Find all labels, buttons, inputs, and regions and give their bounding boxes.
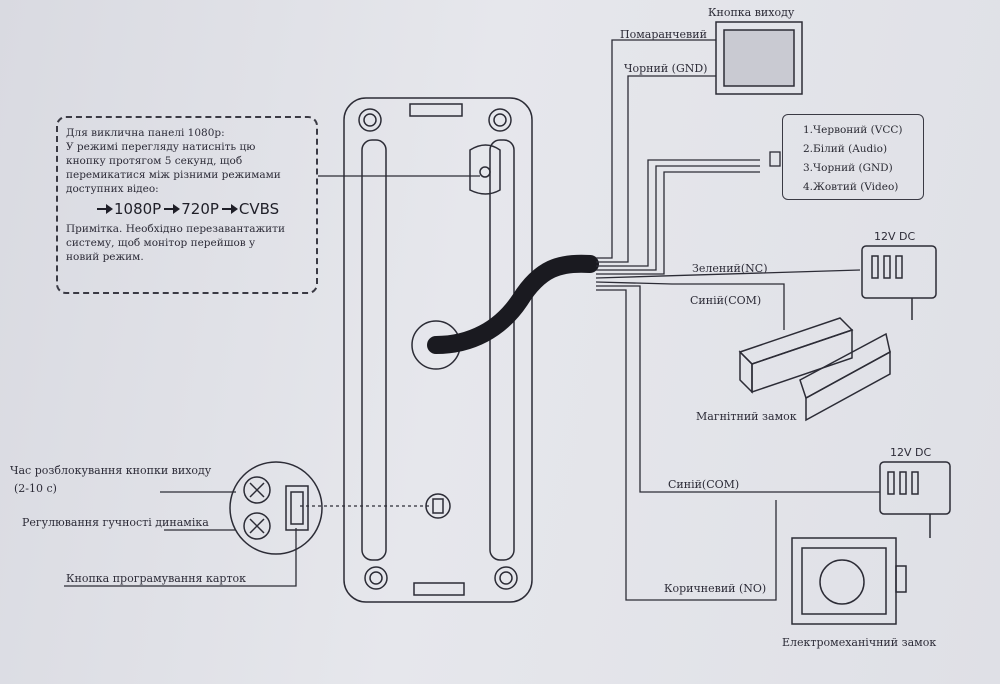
note-line-2: У режимі перегляду натисніть цю bbox=[66, 141, 256, 153]
unlock-time-label: Час розблокування кнопки виходу bbox=[10, 464, 212, 477]
note-remark-2: систему, щоб монітор перейшов у bbox=[66, 237, 256, 249]
power-supply-1 bbox=[861, 245, 937, 320]
door-panel bbox=[343, 97, 533, 603]
wire-orange-label: Помаранчевий bbox=[620, 28, 707, 41]
mode-sequence: 1080P 720P CVBS bbox=[94, 200, 308, 218]
note-line-1: Для виклична панелі 1080р: bbox=[66, 127, 225, 139]
connector-plug bbox=[769, 151, 781, 167]
legend-item: 2.Білий (Audio) bbox=[803, 143, 888, 155]
panel-slot-left bbox=[361, 139, 387, 561]
wire-blue-com-label-2: Синій(COM) bbox=[668, 478, 740, 491]
arrow-icon bbox=[97, 204, 113, 214]
video-mode-note: Для виклична панелі 1080р: У режимі пере… bbox=[56, 116, 318, 294]
power-label-2: 12V DC bbox=[890, 446, 932, 459]
arrow-icon bbox=[164, 204, 181, 214]
note-remark-1: Примітка. Необхідно перезавантажити bbox=[66, 223, 285, 235]
unlock-range-label: (2-10 с) bbox=[14, 482, 57, 495]
note-line-5: доступних відео: bbox=[66, 183, 159, 195]
power-supply-2 bbox=[879, 461, 951, 538]
legend-item: 3.Чорний (GND) bbox=[803, 162, 893, 174]
exit-button-device bbox=[715, 21, 803, 95]
screw-tr bbox=[488, 108, 512, 132]
wire-blue-com-label-1: Синій(COM) bbox=[690, 294, 762, 307]
wire-green-nc-label: Зелений(NC) bbox=[692, 262, 768, 275]
wire-black-gnd-label: Чорний (GND) bbox=[624, 62, 708, 75]
electromech-lock-label: Електромеханічний замок bbox=[782, 636, 937, 649]
wire-brown-no-label: Коричневий (NO) bbox=[664, 582, 767, 595]
volume-label: Регулювання гучності динаміка bbox=[22, 516, 209, 529]
magnetic-lock-device bbox=[738, 317, 891, 422]
screw-tl bbox=[358, 108, 382, 132]
mode-button-housing bbox=[469, 144, 501, 195]
note-line-4: перемикатися між різними режимами bbox=[66, 169, 281, 181]
panel-top-tab bbox=[409, 103, 463, 117]
main-cable bbox=[427, 254, 599, 354]
mode-button bbox=[479, 166, 491, 178]
mode-1080p: 1080P bbox=[114, 200, 162, 218]
screw-bl bbox=[364, 566, 388, 590]
magnetic-lock-label: Магнітний замок bbox=[696, 410, 797, 423]
panel-slot-right bbox=[489, 139, 515, 561]
note-remark-3: новий режим. bbox=[66, 251, 144, 263]
mode-cvbs: CVBS bbox=[238, 200, 280, 218]
electromechanical-lock-device bbox=[791, 537, 907, 625]
mode-720p: 720P bbox=[181, 200, 219, 218]
left-control-cluster bbox=[229, 461, 323, 555]
connector-legend: 1.Червоний (VCC) 2.Білий (Audio) 3.Чорни… bbox=[782, 114, 924, 200]
legend-item: 4.Жовтий (Video) bbox=[803, 181, 899, 193]
exit-button-title: Кнопка виходу bbox=[708, 6, 795, 19]
panel-switch-housing bbox=[425, 493, 451, 519]
power-label-1: 12V DC bbox=[874, 230, 916, 243]
screw-br bbox=[494, 566, 518, 590]
legend-item: 1.Червоний (VCC) bbox=[803, 124, 903, 136]
note-line-3: кнопку протягом 5 секунд, щоб bbox=[66, 155, 243, 167]
panel-bottom-tab bbox=[413, 582, 465, 596]
card-programming-label: Кнопка програмування карток bbox=[66, 572, 247, 585]
arrow-icon bbox=[221, 204, 238, 214]
